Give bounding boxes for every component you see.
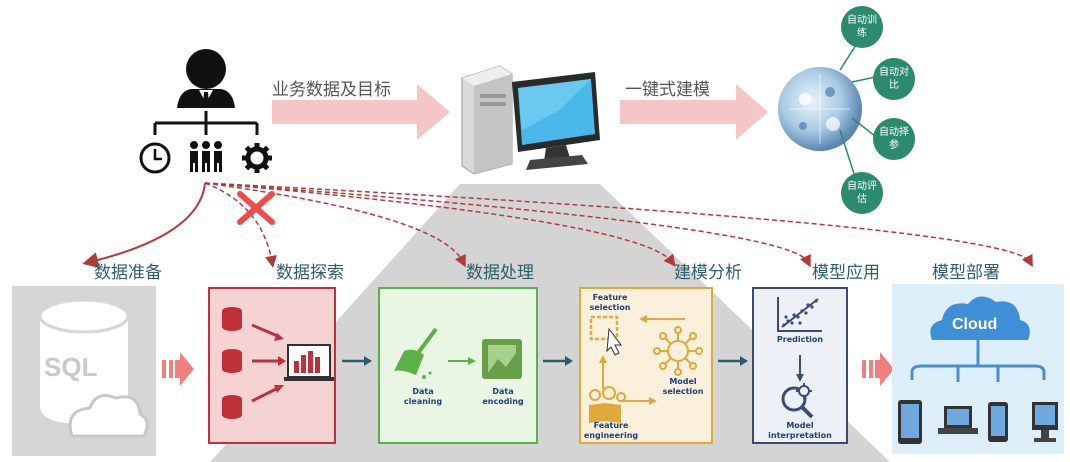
computer-icon [460, 60, 605, 175]
prep-to-explore-arrow [162, 352, 194, 386]
stage-label-model: 建模分析 [674, 263, 742, 283]
business-org-icon [135, 45, 275, 180]
cross-icon [237, 191, 275, 225]
cloud-text: Cloud [952, 316, 998, 333]
auto-param-bubble: 自动择参 [873, 118, 915, 160]
bubble-connectors [839, 41, 881, 181]
input-arrow [272, 84, 450, 140]
output-arrow [620, 84, 768, 140]
process-stage: Data cleaning Data encoding [378, 287, 538, 444]
input-label: 业务数据及目标 [272, 80, 391, 100]
apply-to-deploy-arrow [862, 352, 894, 386]
automl-globe [778, 67, 862, 151]
stage-label-apply: 模型应用 [812, 263, 880, 283]
prediction-label: Prediction [776, 335, 824, 344]
data-encoding-label: Data encoding [482, 387, 524, 406]
feature-engineering-label: Feature engineering [583, 421, 639, 440]
stage-label-process: 数据处理 [466, 263, 534, 283]
apply-stage: Prediction Model interpretation [752, 287, 848, 444]
auto-train-bubble: 自动训练 [841, 6, 883, 48]
model-selection-label: Model selection [662, 377, 704, 396]
output-label: 一键式建模 [625, 80, 710, 100]
auto-compare-bubble: 自动对比 [873, 58, 915, 100]
explore-stage [208, 287, 336, 444]
sql-text: SQL [44, 352, 98, 382]
model-interpretation-label: Model interpretation [768, 421, 832, 440]
stage-label-deploy: 模型部署 [932, 263, 1000, 283]
model-stage: Feature selection Model selection Featur… [579, 287, 713, 444]
feature-selection-label: Feature selection [589, 293, 631, 312]
data-cleaning-label: Data cleaning [403, 387, 443, 406]
auto-eval-bubble: 自动评估 [841, 172, 883, 214]
stage-label-prep: 数据准备 [94, 263, 162, 283]
deploy-panel: Cloud [892, 284, 1064, 454]
stage-label-explore: 数据探索 [276, 263, 344, 283]
sql-panel: SQL [12, 286, 156, 456]
